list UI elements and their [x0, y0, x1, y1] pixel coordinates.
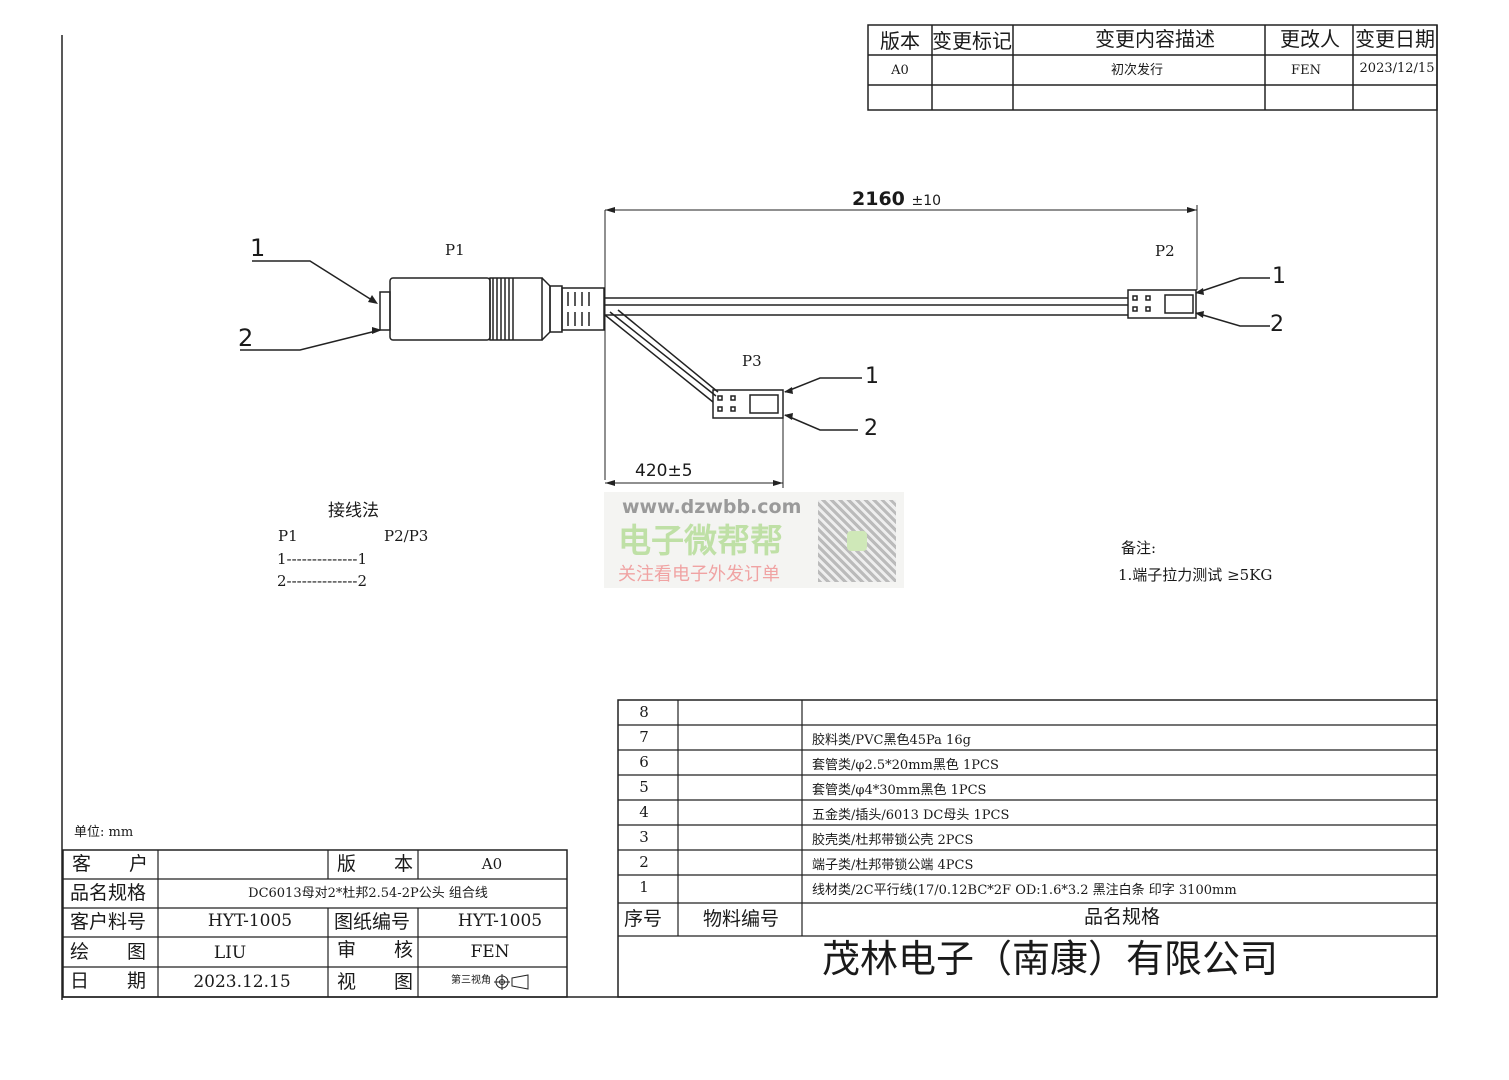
rev-header-desc: 变更内容描述: [1095, 27, 1215, 51]
tb-spec: DC6013母对2*杜邦2.54-2P公头 组合线: [248, 886, 488, 901]
bom-header-pn: 物料编号: [703, 908, 780, 930]
wiring-row-1: 1--------------1: [277, 550, 368, 568]
tb-cust-pn: HYT-1005: [207, 911, 293, 931]
bom-row-no: 8: [639, 703, 649, 721]
dim-main: 2160 ±10: [852, 190, 941, 209]
tb-check: FEN: [470, 942, 510, 962]
bom-row-spec: 套管类/φ2.5*20mm黑色 1PCS: [812, 758, 999, 773]
bom-header-spec: 品名规格: [1083, 906, 1161, 928]
rev-changer: FEN: [1291, 63, 1321, 78]
tb-version-label: 版 本: [337, 853, 414, 875]
bom-row-no: 4: [639, 803, 649, 821]
tb-view-label: 视 图: [337, 971, 414, 993]
p3-dupont-connector: [712, 389, 784, 419]
rev-header-version: 版本: [880, 29, 920, 53]
tb-drawing-no-label: 图纸编号: [334, 911, 411, 933]
p2-pin2-label: 2: [1270, 312, 1284, 337]
bom-row-no: 5: [639, 778, 649, 796]
p3-pin2-label: 2: [864, 416, 878, 441]
bom-row-no: 1: [639, 878, 649, 896]
notes-title: 备注:: [1121, 539, 1157, 557]
note-item: 1.端子拉力测试 ≥5KG: [1118, 566, 1273, 584]
rev-header-changer: 更改人: [1280, 27, 1340, 51]
tb-drawn-label: 绘 图: [70, 941, 147, 963]
watermark-slogan: 关注看电子外发订单: [618, 564, 780, 585]
tb-drawn: LIU: [213, 943, 247, 963]
unit-label: 单位: mm: [74, 825, 134, 840]
tb-spec-label: 品名规格: [70, 882, 147, 904]
company-name: 茂林电子（南康）有限公司: [822, 937, 1279, 981]
rev-desc: 初次发行: [1110, 63, 1164, 78]
tb-version: A0: [481, 855, 503, 873]
bom-row-no: 6: [639, 753, 649, 771]
bom-row-spec: 端子类/杜邦带锁公端 4PCS: [812, 858, 974, 873]
bom-row-spec: 线材类/2C平行线(17/0.12BC*2F OD:1.6*3.2 黑注白条 印…: [812, 883, 1237, 898]
p1-pin2-label: 2: [238, 324, 254, 352]
p1-label: P1: [445, 241, 465, 259]
tb-date-label: 日 期: [70, 970, 147, 992]
wiring-col1: P1: [278, 527, 298, 545]
dim-main-value: 2160: [852, 188, 905, 210]
bom-row-spec: 胶料类/PVC黑色45Pa 16g: [812, 733, 971, 748]
rev-version: A0: [891, 63, 909, 78]
tb-customer-label: 客 户: [72, 853, 149, 875]
bom-row-no: 7: [639, 728, 649, 746]
wiring-col2: P2/P3: [384, 527, 429, 545]
bom-row-spec: 套管类/φ4*30mm黑色 1PCS: [812, 783, 987, 798]
bom-header-no: 序号: [624, 908, 663, 930]
watermark-url: www.dzwbb.com: [622, 496, 802, 518]
wiring-row-2: 2--------------2: [277, 572, 368, 590]
p2-label: P2: [1155, 242, 1175, 260]
third-angle-projection-icon: [494, 974, 529, 990]
wiring-title: 接线法: [328, 501, 379, 521]
tb-date: 2023.12.15: [193, 972, 291, 992]
qr-code-icon: [818, 500, 896, 582]
tb-drawing-no: HYT-1005: [457, 911, 543, 931]
dim-branch: 420±5: [635, 461, 693, 481]
p2-dupont-connector: [1127, 289, 1197, 319]
rev-header-mark: 变更标记: [932, 29, 1012, 53]
bom-row-no: 2: [639, 853, 649, 871]
p3-label: P3: [742, 352, 762, 370]
rev-date: 2023/12/15: [1359, 61, 1435, 76]
p1-pin1-label: 1: [250, 234, 266, 262]
tb-check-label: 审 核: [337, 939, 414, 961]
bom-row-spec: 五金类/插头/6013 DC母头 1PCS: [812, 808, 1010, 823]
p3-pin1-label: 1: [865, 364, 879, 389]
tb-view: 第三视角: [451, 975, 491, 986]
p1-dc-jack: [379, 277, 605, 341]
bom-row-no: 3: [639, 828, 649, 846]
watermark-brand: 电子微帮帮: [618, 521, 783, 560]
p2-pin1-label: 1: [1272, 264, 1286, 289]
tb-cust-pn-label: 客户料号: [70, 911, 147, 933]
rev-header-date: 变更日期: [1355, 27, 1435, 51]
bom-row-spec: 胶壳类/杜邦带锁公壳 2PCS: [812, 833, 974, 848]
dim-main-tolerance: ±10: [911, 193, 942, 209]
watermark: www.dzwbb.com 电子微帮帮 关注看电子外发订单: [604, 492, 904, 588]
